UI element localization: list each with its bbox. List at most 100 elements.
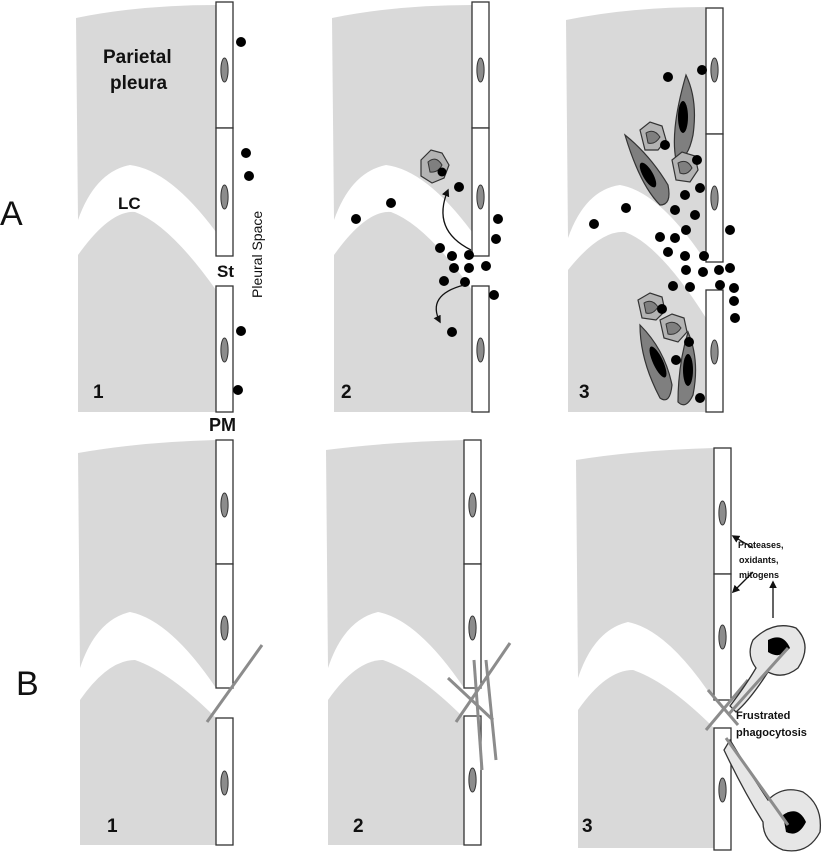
- parietal-pleura-label-line2: pleura: [110, 73, 167, 94]
- migration-arrow: [441, 188, 472, 251]
- visceral-tissue: [334, 211, 472, 412]
- particle: [725, 225, 735, 235]
- particle: [351, 214, 361, 224]
- asbestos-fiber: [454, 642, 512, 723]
- panel-a3: 3: [566, 7, 740, 413]
- panel-number-a2: 2: [341, 382, 352, 403]
- particle: [699, 251, 709, 261]
- parietal-tissue: [566, 7, 706, 262]
- particle: [729, 296, 739, 306]
- mediator-arrow: [731, 535, 754, 549]
- panel-number-b3: 3: [582, 816, 593, 837]
- particle: [236, 326, 246, 336]
- particle: [241, 148, 251, 158]
- fibroblast: [677, 330, 697, 406]
- particle: [698, 267, 708, 277]
- particle: [447, 251, 457, 261]
- migration-arrow: [433, 284, 465, 324]
- mesothelial-cell: [463, 715, 482, 846]
- asbestos-fiber: [205, 644, 264, 723]
- parietal-tissue: [332, 5, 472, 232]
- mesothelial-cell: [705, 7, 724, 135]
- particle: [655, 232, 665, 242]
- pm-label: PM: [209, 415, 236, 435]
- mesothelial-cell: [215, 127, 234, 257]
- row-label-a: A: [0, 195, 23, 233]
- particle: [435, 243, 445, 253]
- particle: [621, 203, 631, 213]
- mesothelial-cell: [471, 1, 490, 129]
- visceral-tissue: [80, 660, 216, 845]
- particle: [663, 72, 673, 82]
- mesothelial-cell: [215, 439, 234, 565]
- particle: [464, 250, 474, 260]
- mesothelial-cell: [471, 127, 490, 257]
- particle: [684, 337, 694, 347]
- particle: [657, 304, 667, 314]
- particle: [449, 263, 459, 273]
- particle: [233, 385, 243, 395]
- particle: [729, 283, 739, 293]
- panel-a1: Parietal pleura LC St Pleural Space PM 1: [76, 1, 265, 435]
- asbestos-fiber: [472, 659, 484, 771]
- row-label-b: B: [16, 665, 39, 703]
- mesothelial-cell: [713, 727, 732, 851]
- parietal-pleura-label-line1: Parietal: [103, 47, 172, 68]
- particle: [491, 234, 501, 244]
- visceral-tissue: [568, 231, 706, 412]
- particle: [660, 140, 670, 150]
- mesothelial-cell: [215, 285, 234, 413]
- mediators-label-line3: mitogens: [739, 570, 779, 580]
- particle: [680, 190, 690, 200]
- phagocyte-lower: [723, 737, 822, 852]
- fibroblast: [673, 73, 696, 161]
- parietal-tissue: [326, 440, 464, 688]
- asbestos-fiber: [484, 659, 498, 761]
- particle: [454, 182, 464, 192]
- mesothelial-cell: [463, 439, 482, 565]
- particle: [725, 263, 735, 273]
- particle: [715, 280, 725, 290]
- mesothelial-cell: [215, 563, 234, 689]
- macrophage: [420, 149, 450, 184]
- parietal-tissue: [576, 448, 714, 700]
- particle: [714, 265, 724, 275]
- lymphatic-channel-label: LC: [118, 194, 141, 213]
- particle: [670, 233, 680, 243]
- particle: [386, 198, 396, 208]
- panel-b2: 2: [326, 439, 512, 846]
- particle: [671, 355, 681, 365]
- mesothelial-cell: [713, 573, 732, 701]
- panel-number-b1: 1: [107, 816, 118, 837]
- visceral-tissue: [578, 670, 714, 848]
- particle: [236, 37, 246, 47]
- particle: [681, 265, 691, 275]
- mesothelial-cell: [215, 1, 234, 129]
- particle: [447, 327, 457, 337]
- panel-number-a1: 1: [93, 382, 104, 403]
- particle: [464, 263, 474, 273]
- particle: [697, 65, 707, 75]
- parietal-tissue: [78, 440, 216, 688]
- panel-number-b2: 2: [353, 816, 364, 837]
- panel-b1: 1: [78, 439, 264, 846]
- panel-number-a3: 3: [579, 382, 590, 403]
- particle: [668, 281, 678, 291]
- particle: [589, 219, 599, 229]
- particle: [489, 290, 499, 300]
- fibroblast: [623, 133, 670, 206]
- fibroblast: [639, 323, 673, 401]
- visceral-tissue: [328, 660, 464, 845]
- particle: [681, 225, 691, 235]
- particle: [481, 261, 491, 271]
- frustrated-phagocytosis-line2: phagocytosis: [736, 727, 807, 739]
- frustrated-phagocytosis-line1: Frustrated: [736, 710, 790, 722]
- particle: [244, 171, 254, 181]
- particle: [460, 277, 470, 287]
- mediators-label-line2: oxidants,: [739, 555, 779, 565]
- particle: [690, 210, 700, 220]
- visceral-tissue: [78, 211, 216, 412]
- particle: [695, 183, 705, 193]
- mesothelial-cell: [713, 447, 732, 575]
